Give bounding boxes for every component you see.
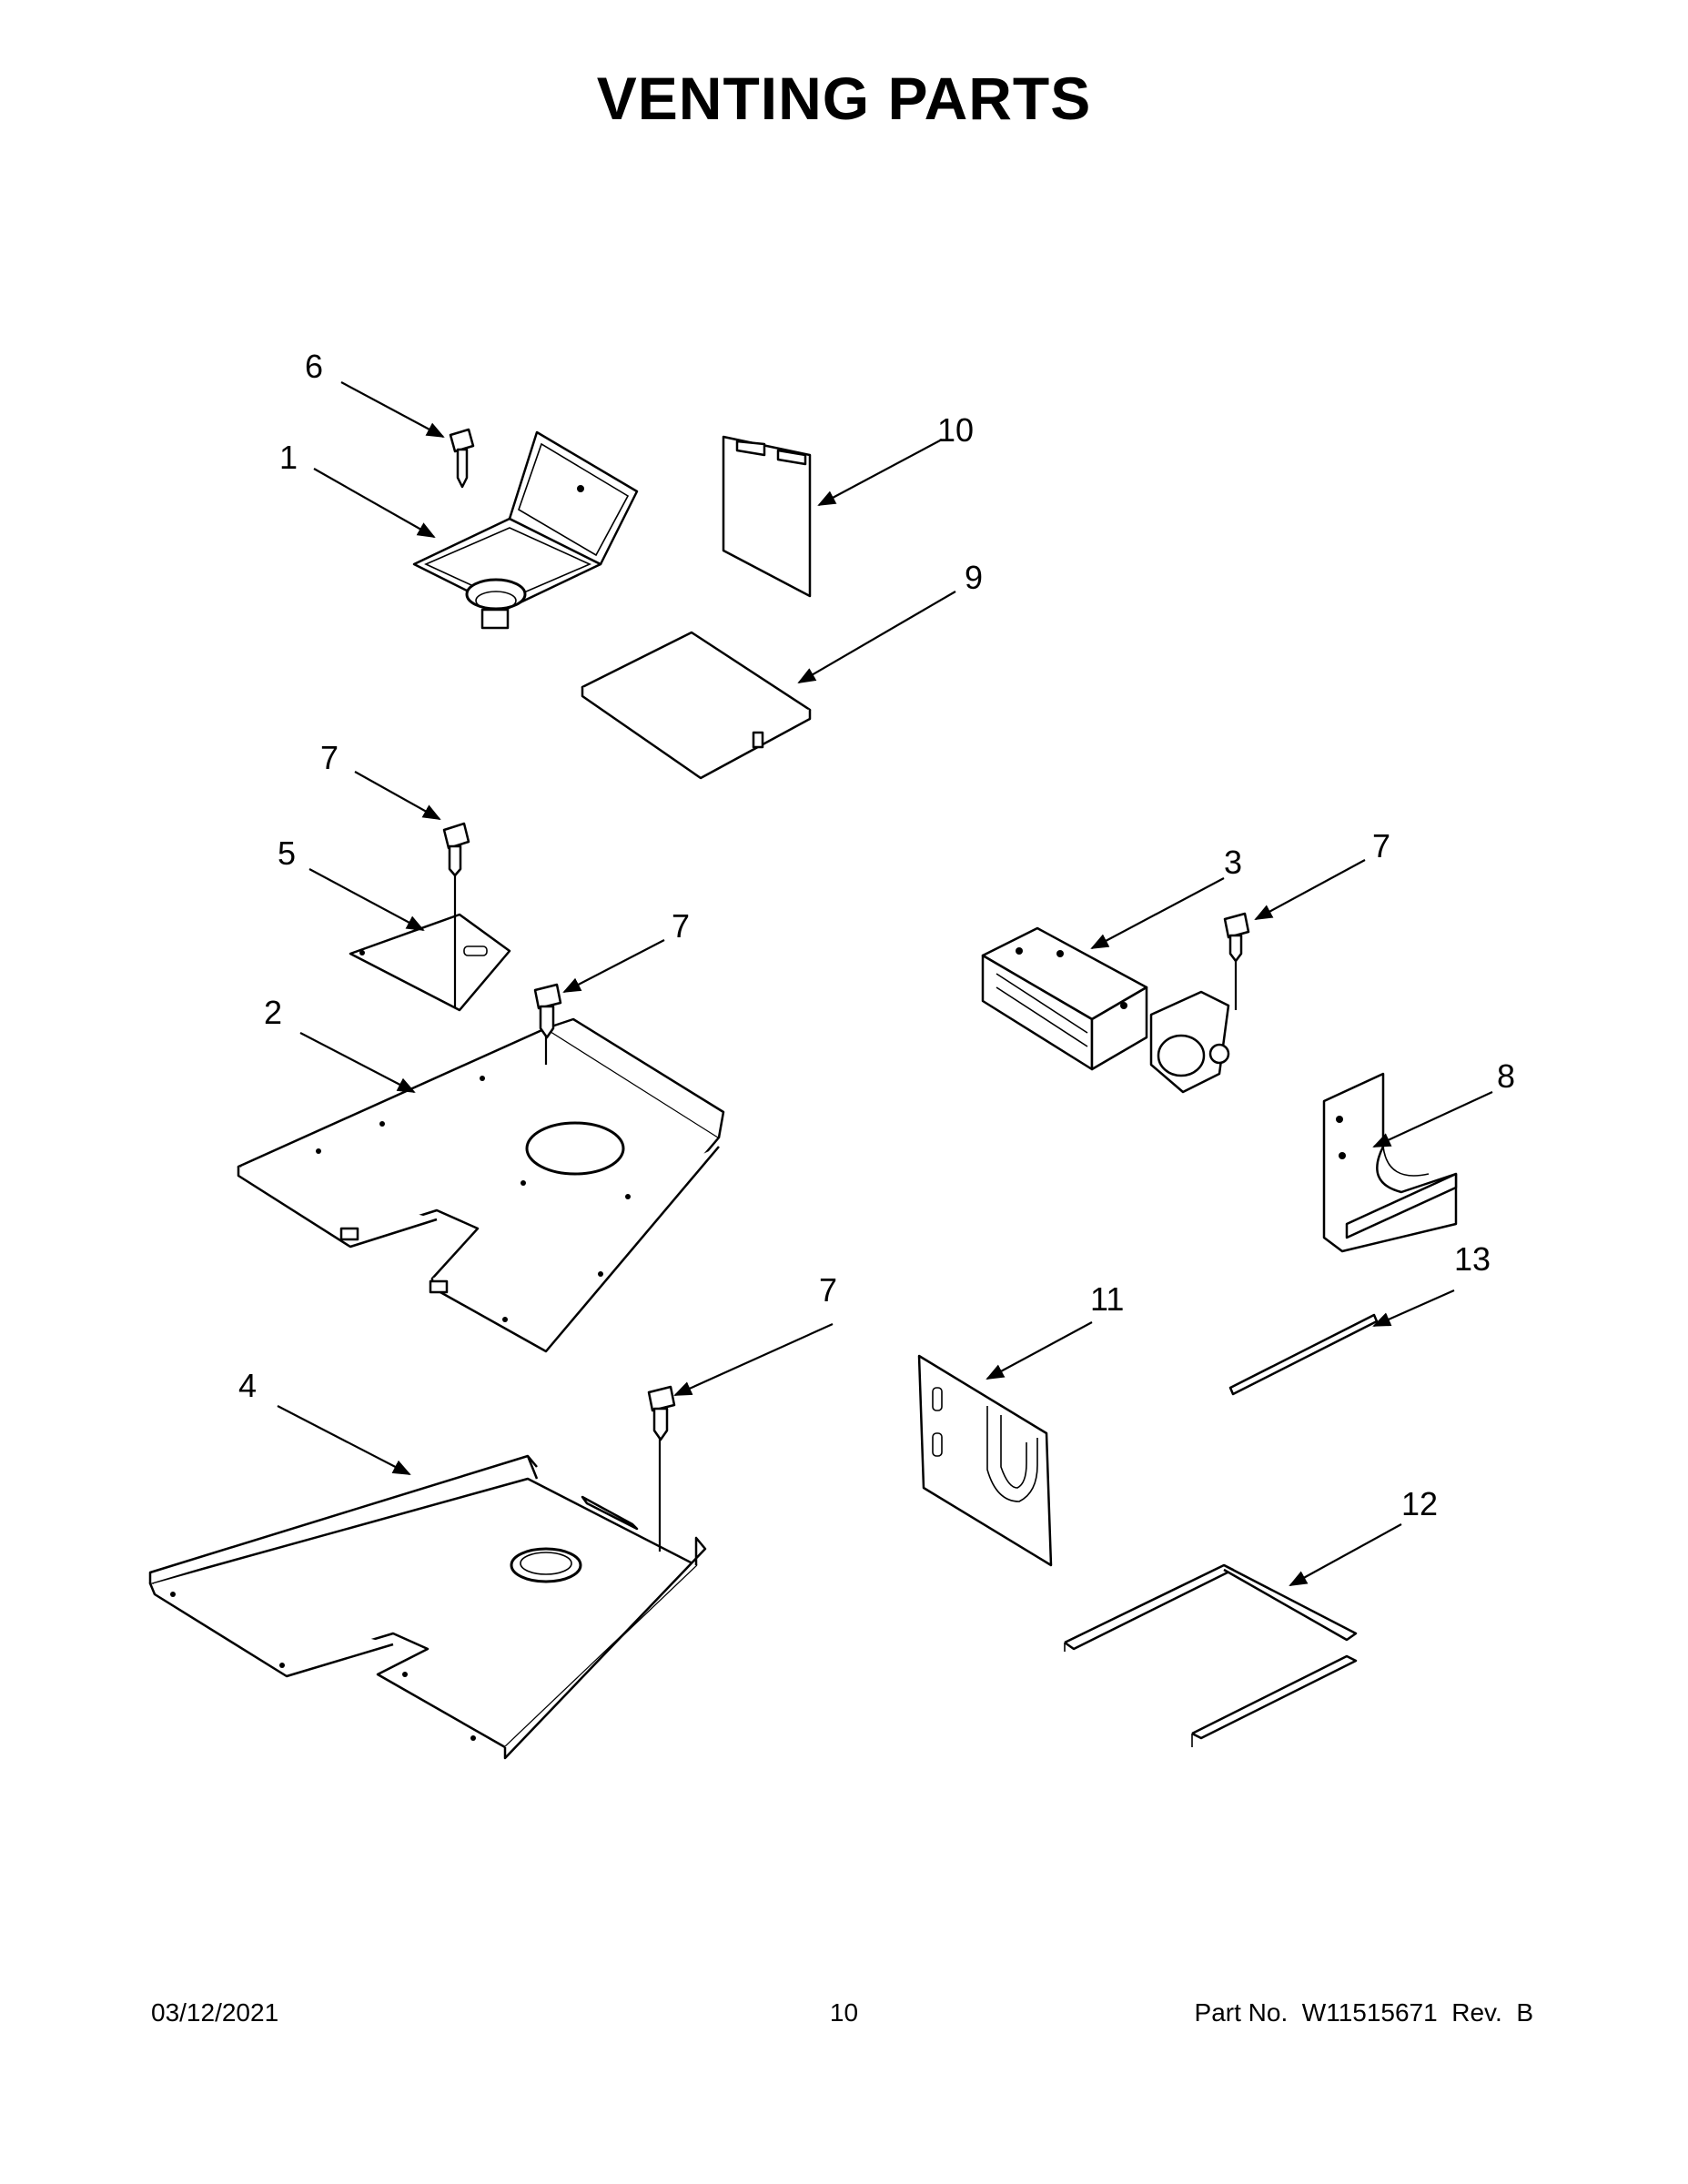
part-5-plate	[349, 822, 511, 1012]
part-12-frame	[1064, 1563, 1358, 1747]
callout-4: 4	[238, 1367, 257, 1404]
part-3-motor-assembly	[981, 912, 1250, 1094]
callout-5: 5	[278, 834, 296, 872]
callout-numbers: 6 1 10 9 7 5 7 2 3 7 8 7 11 13 4 12	[238, 348, 1515, 1522]
callout-9: 9	[965, 559, 983, 596]
footer-date: 03/12/2021	[151, 1998, 279, 2027]
callout-7c: 7	[819, 1271, 837, 1309]
callout-10: 10	[937, 411, 974, 449]
callout-2: 2	[264, 994, 282, 1031]
part-11-u-plate	[917, 1354, 1053, 1567]
part-1-vent-housing	[412, 430, 639, 630]
callout-12: 12	[1401, 1485, 1438, 1522]
part-10-panel	[722, 435, 812, 598]
part-6-screw	[449, 428, 475, 489]
callout-7b: 7	[672, 907, 690, 945]
callout-1: 1	[279, 439, 298, 476]
callout-13: 13	[1454, 1240, 1491, 1278]
part-13-rod	[1228, 1313, 1379, 1396]
callout-6: 6	[305, 348, 323, 385]
part-2-baffle-plate	[237, 983, 725, 1353]
callout-3: 3	[1224, 844, 1242, 881]
callout-7d: 7	[1372, 827, 1390, 864]
part-4-base-plate	[148, 1385, 707, 1760]
part-8-bracket	[1322, 1072, 1458, 1253]
footer-part-number: Part No. W11515671 Rev. B	[1194, 1998, 1533, 2027]
footer-page-number: 10	[829, 1998, 859, 2027]
part-9-shelf	[581, 631, 812, 780]
callout-8: 8	[1497, 1057, 1515, 1095]
callout-7a: 7	[320, 739, 339, 776]
callout-leaders	[277, 381, 1493, 1586]
page-title: VENTING PARTS	[596, 65, 1092, 132]
callout-11: 11	[1090, 1280, 1124, 1318]
